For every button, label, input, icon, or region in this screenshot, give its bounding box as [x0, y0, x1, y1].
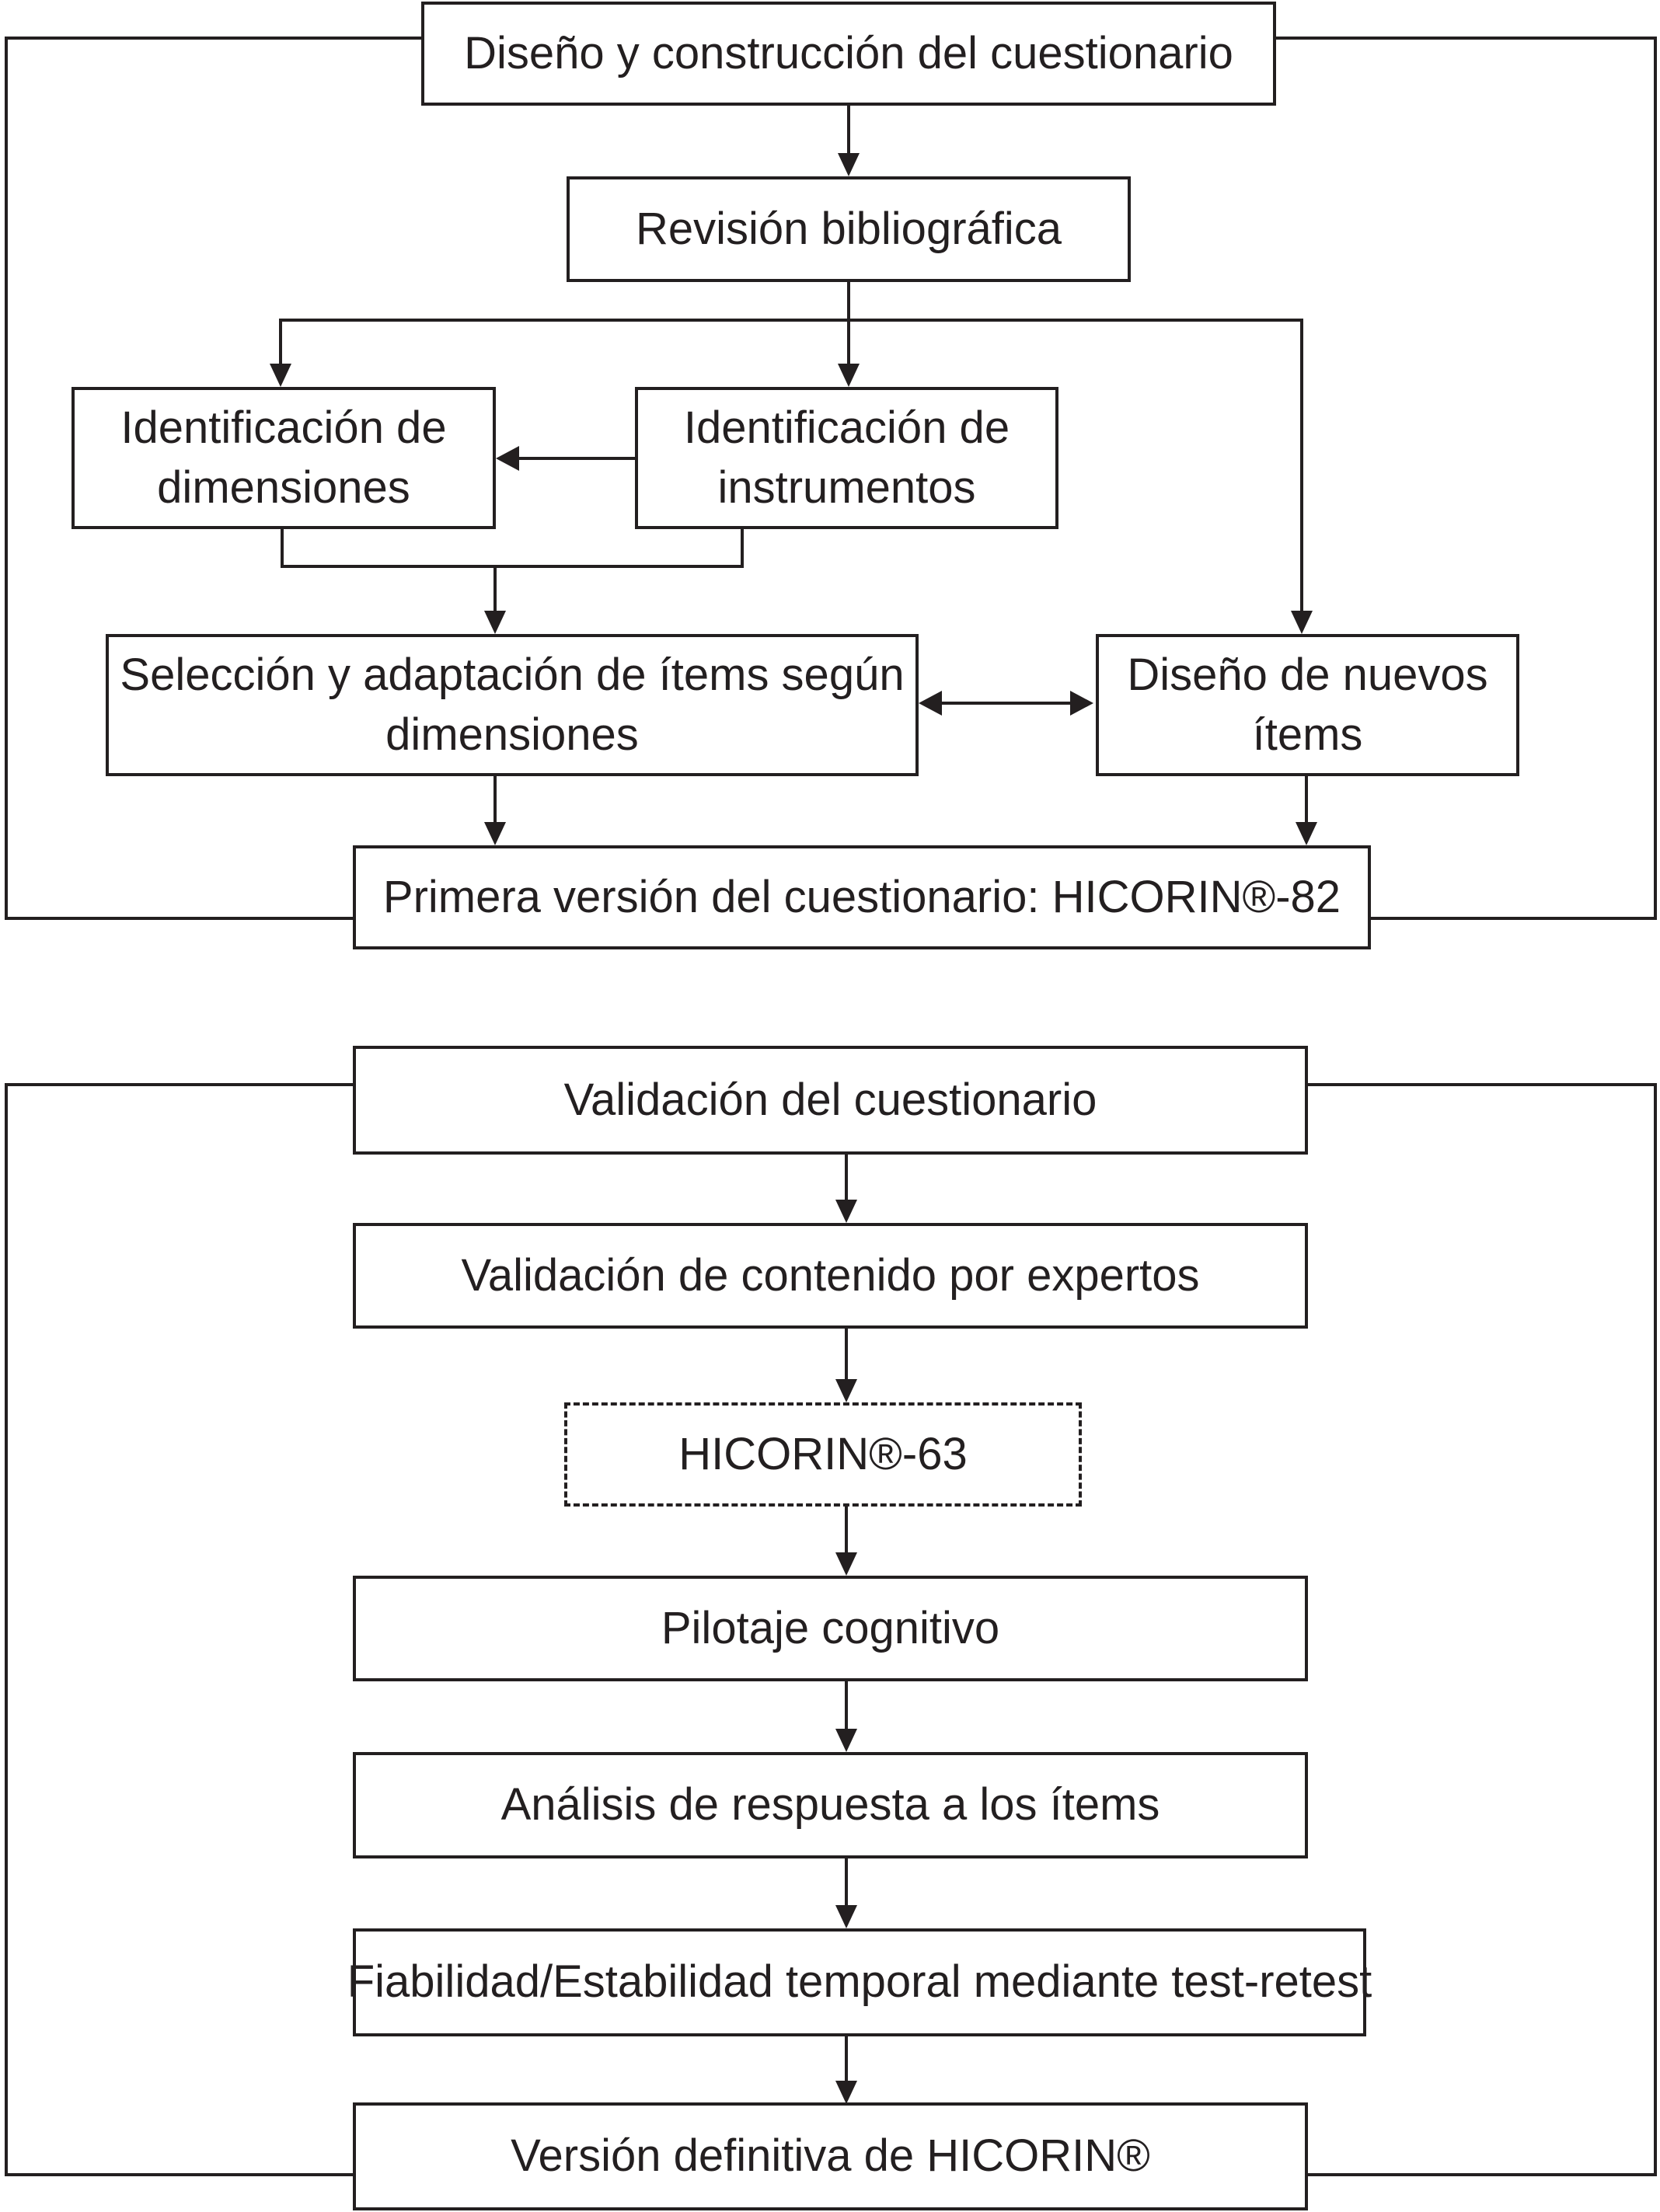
connector-validation-to-expert-arrowhead-icon: [835, 1200, 857, 1223]
connector-selection-to-firstversion-line: [493, 776, 497, 822]
connector-reliability-to-final-line: [845, 2036, 848, 2081]
connector-review-stem-line: [847, 282, 850, 322]
connector-merge-to-selection-arrowhead-icon: [484, 611, 506, 634]
node-diseno-construccion: Diseño y construcción del cuestionario: [421, 2, 1276, 106]
connector-branch-to-new-items-arrowhead-icon: [1291, 611, 1313, 634]
connector-branch-to-new-items-line: [1300, 319, 1303, 611]
connector-analysis-to-reliability-arrowhead-icon: [835, 1905, 857, 1928]
connector-design-to-review-line: [847, 106, 850, 153]
connector-branch-to-dimensions-arrowhead-icon: [270, 364, 291, 387]
connector-instruments-down-line: [741, 529, 744, 568]
connector-analysis-to-reliability-line: [845, 1858, 848, 1905]
node-fiabilidad-test-retest: Fiabilidad/Estabilidad temporal mediante…: [347, 1928, 1372, 2036]
node-validacion-cuestionario: Validación del cuestionario: [353, 1046, 1308, 1155]
node-analisis-respuesta: Análisis de respuesta a los ítems: [353, 1752, 1308, 1858]
connector-expert-to-hicorin63-line: [845, 1329, 848, 1379]
node-diseno-nuevos-items: Diseño de nuevos ítems: [1096, 634, 1519, 776]
node-primera-version: Primera versión del cuestionario: HICORI…: [353, 845, 1371, 949]
connector-expert-to-hicorin63-arrowhead-icon: [835, 1379, 857, 1402]
connector-pilot-to-analysis-arrowhead-icon: [835, 1729, 857, 1752]
connector-selection-to-firstversion-arrowhead-icon: [484, 822, 506, 845]
connector-branch-to-dimensions-line: [279, 319, 282, 364]
connector-newitems-to-firstversion-line: [1305, 776, 1308, 822]
node-version-definitiva: Versión definitiva de HICORIN®: [353, 2102, 1308, 2210]
connector-review-branch-line: [279, 319, 1303, 322]
connector-merge-to-selection-line: [493, 565, 497, 611]
node-seleccion-adaptacion: Selección y adaptación de ítems según di…: [106, 634, 919, 776]
connector-validation-to-expert-line: [845, 1155, 848, 1200]
connector-dimensions-down-line: [281, 529, 284, 568]
connector-merge-line: [281, 565, 744, 568]
node-pilotaje-cognitivo: Pilotaje cognitivo: [353, 1576, 1308, 1681]
node-validacion-contenido: Validación de contenido por expertos: [353, 1223, 1308, 1329]
node-hicorin-63: HICORIN®-63: [564, 1402, 1082, 1507]
connector-newitems-to-firstversion-arrowhead-icon: [1296, 822, 1317, 845]
node-identificacion-instrumentos: Identificación de instrumentos: [635, 387, 1058, 529]
connector-hicorin63-to-pilot-line: [845, 1507, 848, 1552]
connector-instruments-to-dimensions-line: [519, 457, 635, 460]
connector-selection-newitems-line: [942, 702, 1070, 705]
connector-selection-newitems-right-arrowhead-icon: [1070, 691, 1093, 716]
connector-selection-newitems-left-arrowhead-icon: [919, 691, 942, 716]
connector-hicorin63-to-pilot-arrowhead-icon: [835, 1552, 857, 1576]
connector-reliability-to-final-arrowhead-icon: [835, 2081, 857, 2104]
node-revision-bibliografica: Revisión bibliográfica: [567, 176, 1131, 282]
connector-design-to-review-arrowhead-icon: [838, 153, 860, 176]
connector-branch-to-instruments-arrowhead-icon: [838, 364, 860, 387]
connector-instruments-to-dimensions-arrowhead-icon: [496, 446, 519, 471]
connector-pilot-to-analysis-line: [845, 1681, 848, 1729]
node-identificacion-dimensiones: Identificación de dimensiones: [71, 387, 496, 529]
connector-branch-to-instruments-line: [847, 322, 850, 364]
